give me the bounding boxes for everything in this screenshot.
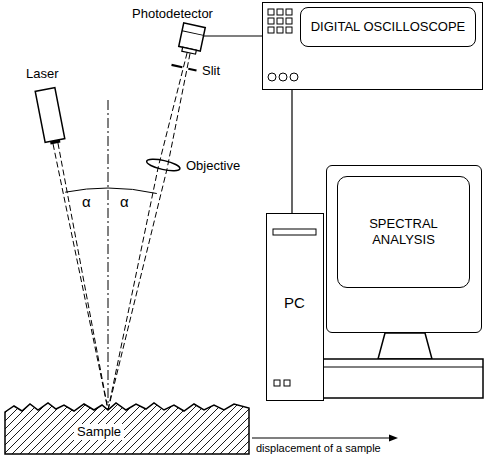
cable-line xyxy=(203,35,262,36)
monitor-base-edge xyxy=(318,367,483,368)
angle-label-holder: α xyxy=(82,193,91,211)
photodetector-label: Photodetector xyxy=(132,6,213,22)
objective-lens xyxy=(146,157,181,173)
photodetector-body xyxy=(178,23,205,55)
photodetector-unit: Photodetector xyxy=(128,4,220,62)
laser-unit: Laser xyxy=(18,62,93,152)
power-button xyxy=(284,380,290,386)
pc-tower: PC xyxy=(266,213,324,401)
control-button xyxy=(286,18,292,24)
oscilloscope-screen: DIGITAL OSCILLOSCOPE xyxy=(300,7,476,47)
laser-body xyxy=(35,88,65,146)
angle-arc xyxy=(108,188,157,194)
displacement-label-holder: displacement of a sample xyxy=(256,442,381,455)
monitor-screen: SPECTRAL ANALYSIS xyxy=(337,176,470,288)
control-knob xyxy=(268,73,276,81)
signal-cable xyxy=(203,36,262,37)
surface-normal xyxy=(108,100,109,404)
beam-ray xyxy=(58,143,108,410)
rough-sample xyxy=(5,403,249,454)
control-knob xyxy=(290,73,298,81)
detector-ring xyxy=(182,31,204,36)
control-button xyxy=(268,9,274,15)
detector-window xyxy=(182,47,197,54)
pc-label: PC xyxy=(267,294,322,312)
control-knob xyxy=(279,73,287,81)
monitor: SPECTRAL ANALYSIS xyxy=(326,165,482,333)
drive-slot xyxy=(273,229,316,235)
beam-ray xyxy=(108,52,187,410)
arrow-head xyxy=(389,435,398,442)
power-button xyxy=(274,380,280,386)
laser-beam xyxy=(108,52,190,410)
laser-aperture xyxy=(50,140,60,145)
angle-label: α xyxy=(82,193,91,210)
objective-label-holder: Objective xyxy=(186,158,240,174)
angle-label: α xyxy=(120,193,129,210)
oscilloscope: DIGITAL OSCILLOSCOPE xyxy=(262,2,483,90)
slit-label-holder: Slit xyxy=(202,63,220,79)
laser-housing xyxy=(35,88,65,143)
angle-arc xyxy=(65,188,108,192)
monitor-stand xyxy=(378,333,432,359)
laser-beam xyxy=(53,143,108,410)
laser-label: Laser xyxy=(26,66,59,82)
signal-cable xyxy=(292,90,293,213)
sample-block: Sample xyxy=(4,398,250,455)
control-button xyxy=(268,27,274,33)
displacement-label: displacement of a sample xyxy=(256,442,381,454)
control-button xyxy=(286,9,292,15)
displacement-arrow xyxy=(252,437,391,438)
control-button xyxy=(277,18,283,24)
beam-ray xyxy=(53,144,108,410)
sample-label: Sample xyxy=(74,424,124,440)
slit-blade xyxy=(188,69,196,71)
control-button xyxy=(277,27,283,33)
control-button xyxy=(268,18,274,24)
monitor-base xyxy=(318,359,483,398)
slit-label: Slit xyxy=(202,63,220,78)
angle-label-holder: α xyxy=(120,193,129,211)
control-button xyxy=(277,9,283,15)
control-button xyxy=(286,27,292,33)
objective-label: Objective xyxy=(186,158,240,173)
beam-ray xyxy=(108,53,190,410)
cable-line xyxy=(291,90,292,213)
sample-block-drawing xyxy=(4,398,250,455)
slit-blade xyxy=(172,65,183,67)
